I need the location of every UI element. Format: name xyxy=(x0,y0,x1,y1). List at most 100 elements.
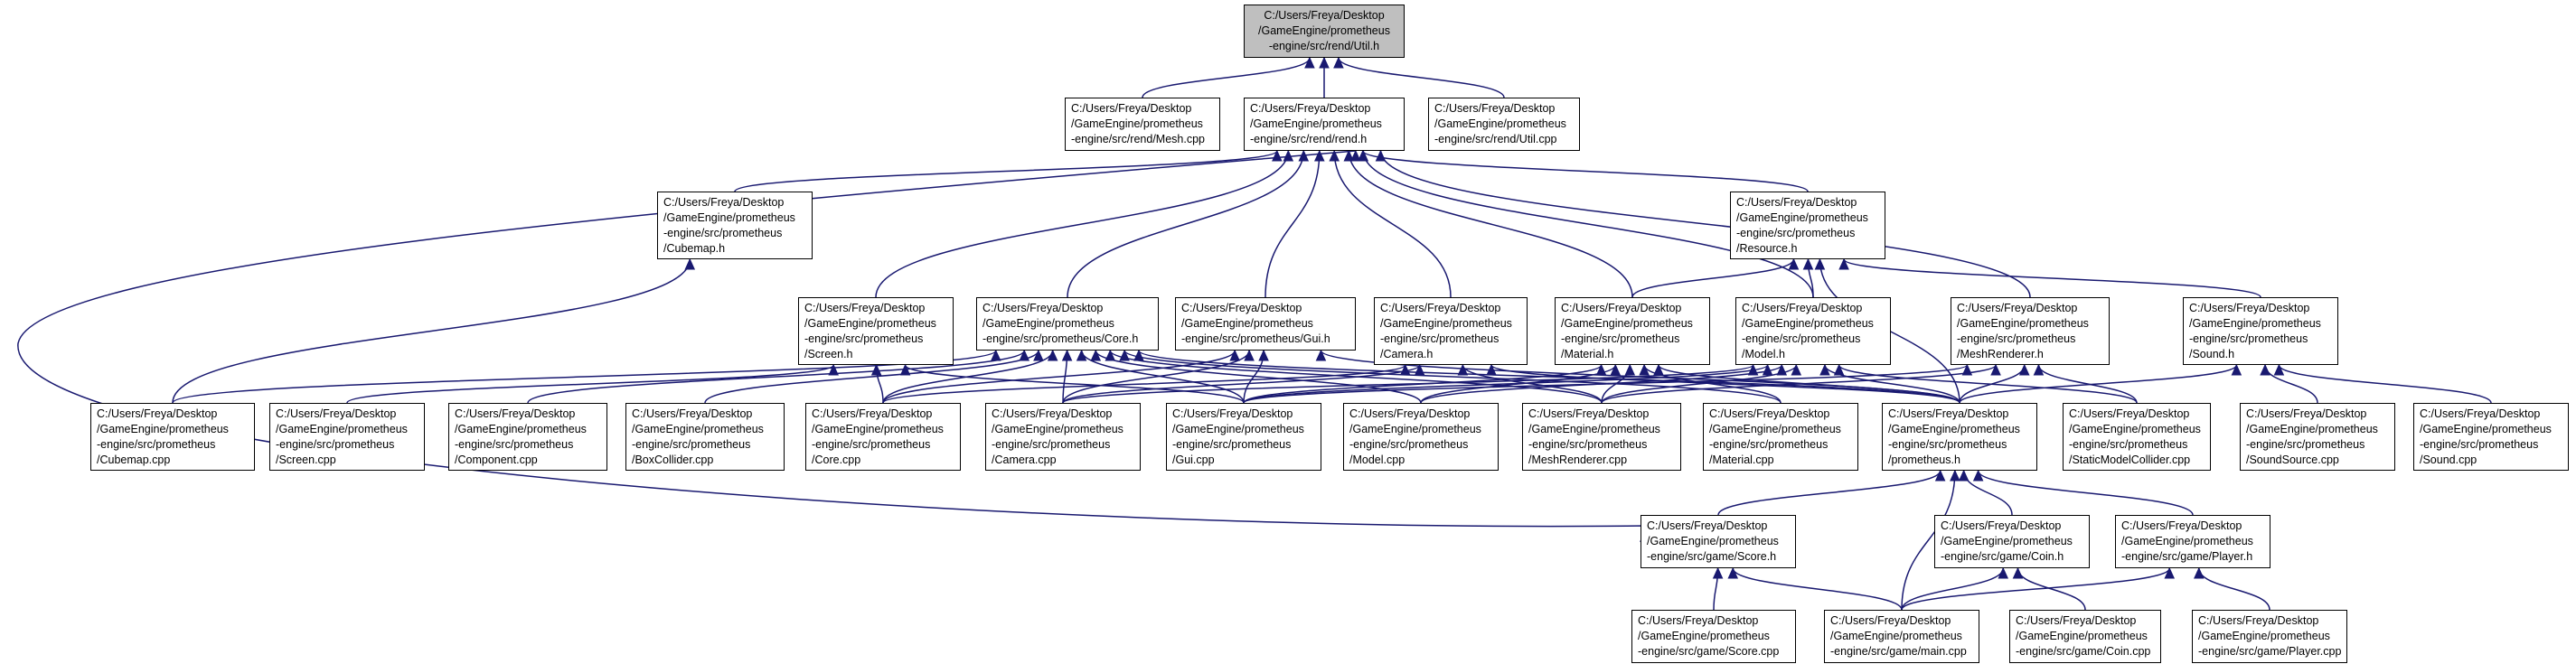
node-label-line: C:/Users/Freya/Desktop xyxy=(1349,407,1471,420)
node-screen-h[interactable]: C:/Users/Freya/Desktop/GameEngine/promet… xyxy=(798,297,954,365)
edge-rend-h-to-meshrenderer-h xyxy=(1379,150,2031,298)
node-label-line: /GameEngine/prometheus xyxy=(97,423,229,435)
node-label-line: /Screen.h xyxy=(804,348,853,360)
node-label-line: /GameEngine/prometheus xyxy=(2189,317,2321,330)
node-coin-h[interactable]: C:/Users/Freya/Desktop/GameEngine/promet… xyxy=(1934,515,2090,568)
edge-arrowhead xyxy=(870,363,882,376)
node-label-line: /GameEngine/prometheus xyxy=(2198,630,2330,642)
node-material-cpp[interactable]: C:/Users/Freya/Desktop/GameEngine/promet… xyxy=(1703,403,1858,471)
node-gui-h[interactable]: C:/Users/Freya/Desktop/GameEngine/promet… xyxy=(1175,297,1356,351)
node-model-cpp[interactable]: C:/Users/Freya/Desktop/GameEngine/promet… xyxy=(1343,403,1499,471)
edge-prometheus-h-to-score-h xyxy=(1717,470,1941,516)
edge-arrowhead xyxy=(1375,149,1387,162)
node-label-line: /GameEngine/prometheus xyxy=(1742,317,1874,330)
node-camera-cpp[interactable]: C:/Users/Freya/Desktop/GameEngine/promet… xyxy=(985,403,1141,471)
edge-arrowhead xyxy=(1838,257,1849,270)
node-label-line: C:/Users/Freya/Desktop xyxy=(2121,519,2242,532)
node-label-line: /Sound.cpp xyxy=(2420,454,2477,466)
edge-rend-h-to-gui-h xyxy=(1264,150,1321,298)
node-label-line: C:/Users/Freya/Desktop xyxy=(982,302,1104,314)
node-staticmodelcollider-cpp[interactable]: C:/Users/Freya/Desktop/GameEngine/promet… xyxy=(2063,403,2211,471)
node-model-h[interactable]: C:/Users/Freya/Desktop/GameEngine/promet… xyxy=(1735,297,1891,365)
node-label-line: /Component.cpp xyxy=(455,454,538,466)
node-cubemap-cpp[interactable]: C:/Users/Freya/Desktop/GameEngine/promet… xyxy=(90,403,255,471)
node-meshrenderer-h[interactable]: C:/Users/Freya/Desktop/GameEngine/promet… xyxy=(1951,297,2110,365)
node-label-line: /GameEngine/prometheus xyxy=(663,211,795,224)
node-score-h[interactable]: C:/Users/Freya/Desktop/GameEngine/promet… xyxy=(1641,515,1796,568)
edge-camera-h-to-meshrenderer-cpp xyxy=(1462,364,1603,404)
node-label-line: -engine/src/prometheus xyxy=(1380,332,1500,345)
node-label-line: /GameEngine/prometheus xyxy=(1071,117,1203,130)
node-main-cpp[interactable]: C:/Users/Freya/Desktop/GameEngine/promet… xyxy=(1824,610,1979,663)
node-meshrenderer-cpp[interactable]: C:/Users/Freya/Desktop/GameEngine/promet… xyxy=(1522,403,1681,471)
node-label-line: -engine/src/prometheus xyxy=(1742,332,1861,345)
node-label-line: /BoxCollider.cpp xyxy=(632,454,714,466)
node-label-line: C:/Users/Freya/Desktop xyxy=(1742,302,1863,314)
edge-sound-h-to-prometheus-h xyxy=(1959,364,2238,404)
edge-arrowhead xyxy=(1315,349,1327,361)
edge-rend-h-to-screen-h xyxy=(875,150,1290,298)
node-material-h[interactable]: C:/Users/Freya/Desktop/GameEngine/promet… xyxy=(1555,297,1710,365)
edge-model-h-to-meshrenderer-cpp xyxy=(1601,364,1798,404)
edge-screen-h-to-screen-cpp xyxy=(346,364,834,404)
node-core-cpp[interactable]: C:/Users/Freya/Desktop/GameEngine/promet… xyxy=(805,403,961,471)
node-core-h[interactable]: C:/Users/Freya/Desktop/GameEngine/promet… xyxy=(976,297,1159,351)
node-coin-cpp[interactable]: C:/Users/Freya/Desktop/GameEngine/promet… xyxy=(2009,610,2161,663)
edge-camera-h-to-prometheus-h xyxy=(1490,364,1960,404)
edge-arrowhead xyxy=(1399,363,1411,376)
node-label-line: C:/Users/Freya/Desktop xyxy=(1647,519,1768,532)
node-camera-h[interactable]: C:/Users/Freya/Desktop/GameEngine/promet… xyxy=(1374,297,1528,365)
node-label-line: -engine/src/prometheus xyxy=(1349,438,1469,451)
node-component-cpp[interactable]: C:/Users/Freya/Desktop/GameEngine/promet… xyxy=(448,403,607,471)
node-label-line: /Material.cpp xyxy=(1709,454,1774,466)
node-player-h[interactable]: C:/Users/Freya/Desktop/GameEngine/promet… xyxy=(2115,515,2270,568)
edge-camera-h-to-core-cpp xyxy=(882,364,1406,404)
node-mesh-cpp[interactable]: C:/Users/Freya/Desktop/GameEngine/promet… xyxy=(1065,98,1220,151)
node-label-line: /GameEngine/prometheus xyxy=(1349,423,1481,435)
node-label-line: C:/Users/Freya/Desktop xyxy=(1071,102,1192,115)
node-label-line: /GameEngine/prometheus xyxy=(1709,423,1841,435)
node-sound-cpp[interactable]: C:/Users/Freya/Desktop/GameEngine/promet… xyxy=(2413,403,2569,471)
edge-rend-h-to-material-h xyxy=(1348,150,1633,298)
edge-arrowhead xyxy=(1343,149,1355,162)
node-label-line: C:/Users/Freya/Desktop xyxy=(97,407,218,420)
node-boxcollider-cpp[interactable]: C:/Users/Freya/Desktop/GameEngine/promet… xyxy=(625,403,785,471)
edge-arrowhead xyxy=(1314,149,1325,162)
node-rend-h[interactable]: C:/Users/Freya/Desktop/GameEngine/promet… xyxy=(1244,98,1405,151)
node-resource-h[interactable]: C:/Users/Freya/Desktop/GameEngine/promet… xyxy=(1730,192,1885,259)
edge-camera-h-to-camera-cpp xyxy=(1062,364,1421,404)
node-player-cpp[interactable]: C:/Users/Freya/Desktop/GameEngine/promet… xyxy=(2192,610,2347,663)
node-label-line: -engine/src/game/main.cpp xyxy=(1830,645,1967,658)
edge-arrowhead xyxy=(1304,56,1315,69)
node-label-line: /GameEngine/prometheus xyxy=(1957,317,2089,330)
node-prometheus-h[interactable]: C:/Users/Freya/Desktop/GameEngine/promet… xyxy=(1882,403,2037,471)
node-label-line: C:/Users/Freya/Desktop xyxy=(1736,196,1857,209)
node-screen-cpp[interactable]: C:/Users/Freya/Desktop/GameEngine/promet… xyxy=(269,403,425,471)
node-score-cpp[interactable]: C:/Users/Freya/Desktop/GameEngine/promet… xyxy=(1631,610,1796,663)
edge-arrowhead xyxy=(1595,363,1607,376)
node-label-line: C:/Users/Freya/Desktop xyxy=(1709,407,1830,420)
edge-arrowhead xyxy=(1990,363,2001,376)
node-label-line: /GameEngine/prometheus xyxy=(982,317,1114,330)
node-cubemap-h[interactable]: C:/Users/Freya/Desktop/GameEngine/promet… xyxy=(657,192,813,259)
edge-arrowhead xyxy=(1244,349,1255,361)
node-label-line: /Core.cpp xyxy=(812,454,861,466)
node-label-line: /GameEngine/prometheus xyxy=(1172,423,1304,435)
node-sound-h[interactable]: C:/Users/Freya/Desktop/GameEngine/promet… xyxy=(2183,297,2338,365)
node-label-line: C:/Users/Freya/Desktop xyxy=(1957,302,2078,314)
node-label-line: /Cubemap.cpp xyxy=(97,454,171,466)
edge-arrowhead xyxy=(1712,566,1724,579)
edge-rend-h-to-camera-h xyxy=(1333,150,1452,298)
edge-arrowhead xyxy=(1486,363,1497,376)
node-label-line: -engine/src/prometheus xyxy=(97,438,216,451)
node-soundsource-cpp[interactable]: C:/Users/Freya/Desktop/GameEngine/promet… xyxy=(2240,403,2395,471)
node-label-line: C:/Users/Freya/Desktop xyxy=(812,407,933,420)
node-label-line: C:/Users/Freya/Desktop xyxy=(2189,302,2310,314)
node-label-line: /GameEngine/prometheus xyxy=(1181,317,1313,330)
node-label-line: -engine/src/prometheus xyxy=(1709,438,1829,451)
node-util-cpp[interactable]: C:/Users/Freya/Desktop/GameEngine/promet… xyxy=(1428,98,1580,151)
edge-prometheus-h-to-coin-h xyxy=(1962,470,2013,516)
edge-core-h-to-core-cpp xyxy=(882,350,1054,404)
node-gui-cpp[interactable]: C:/Users/Freya/Desktop/GameEngine/promet… xyxy=(1166,403,1321,471)
